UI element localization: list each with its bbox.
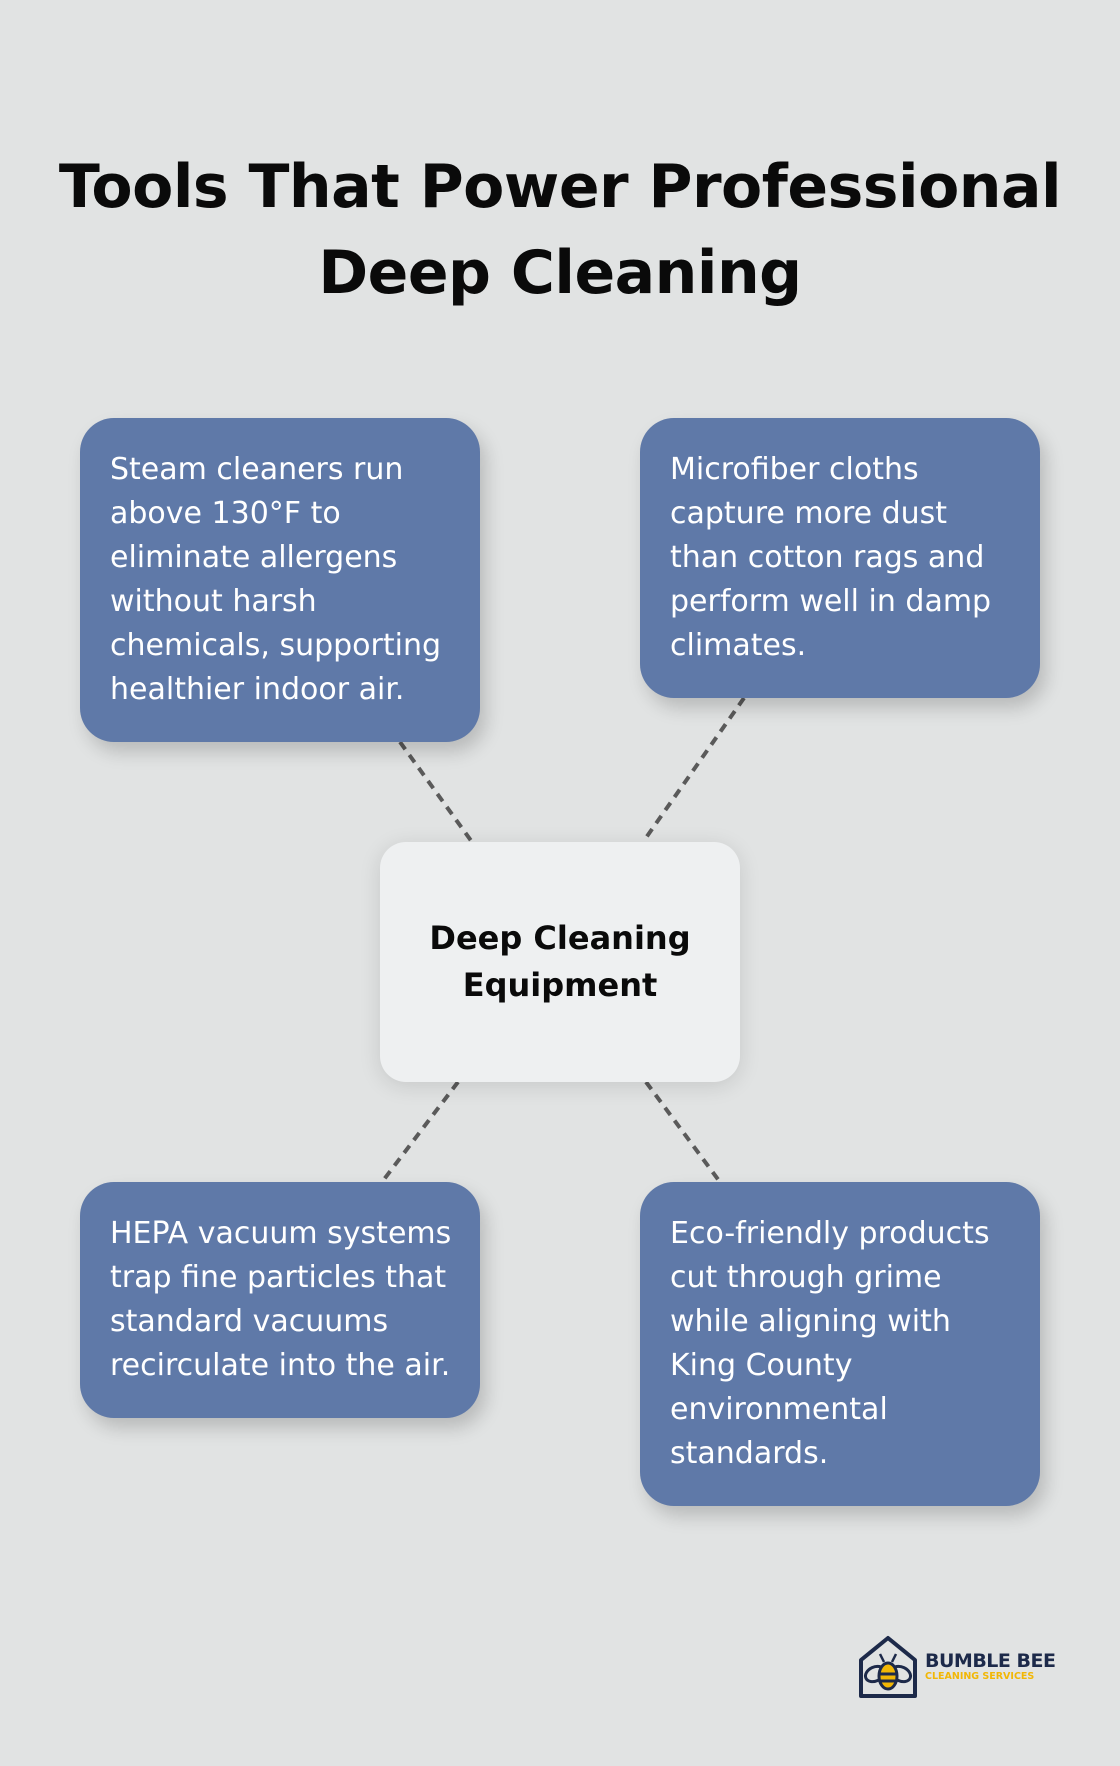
- center-node-line-1: Deep Cleaning: [429, 919, 691, 957]
- logo-name: BUMBLE BEE: [925, 1650, 1056, 1672]
- card-steam-cleaners: Steam cleaners run above 130°F to elimin…: [80, 418, 480, 742]
- card-microfiber-cloths: Microfiber cloths capture more dust than…: [640, 418, 1040, 698]
- title-line-1: Tools That Power Professional: [58, 152, 1062, 223]
- brand-logo: BUMBLE BEE CLEANING SERVICES: [853, 1632, 1063, 1702]
- card-hepa-vacuum: HEPA vacuum systems trap fine particles …: [80, 1182, 480, 1418]
- title-line-2: Deep Cleaning: [318, 238, 802, 309]
- card-eco-friendly-products: Eco-friendly products cut through grime …: [640, 1182, 1040, 1506]
- connector-bottom-right: [644, 1080, 722, 1184]
- center-node: Deep Cleaning Equipment: [380, 842, 740, 1082]
- page-title: Tools That Power Professional Deep Clean…: [0, 144, 1120, 316]
- logo-subtitle: CLEANING SERVICES: [925, 1671, 1035, 1682]
- connector-top-right: [641, 696, 746, 844]
- connector-bottom-left: [380, 1080, 460, 1184]
- center-node-line-2: Equipment: [462, 966, 658, 1004]
- bee-house-icon: [859, 1636, 917, 1698]
- connector-top-left: [398, 740, 474, 844]
